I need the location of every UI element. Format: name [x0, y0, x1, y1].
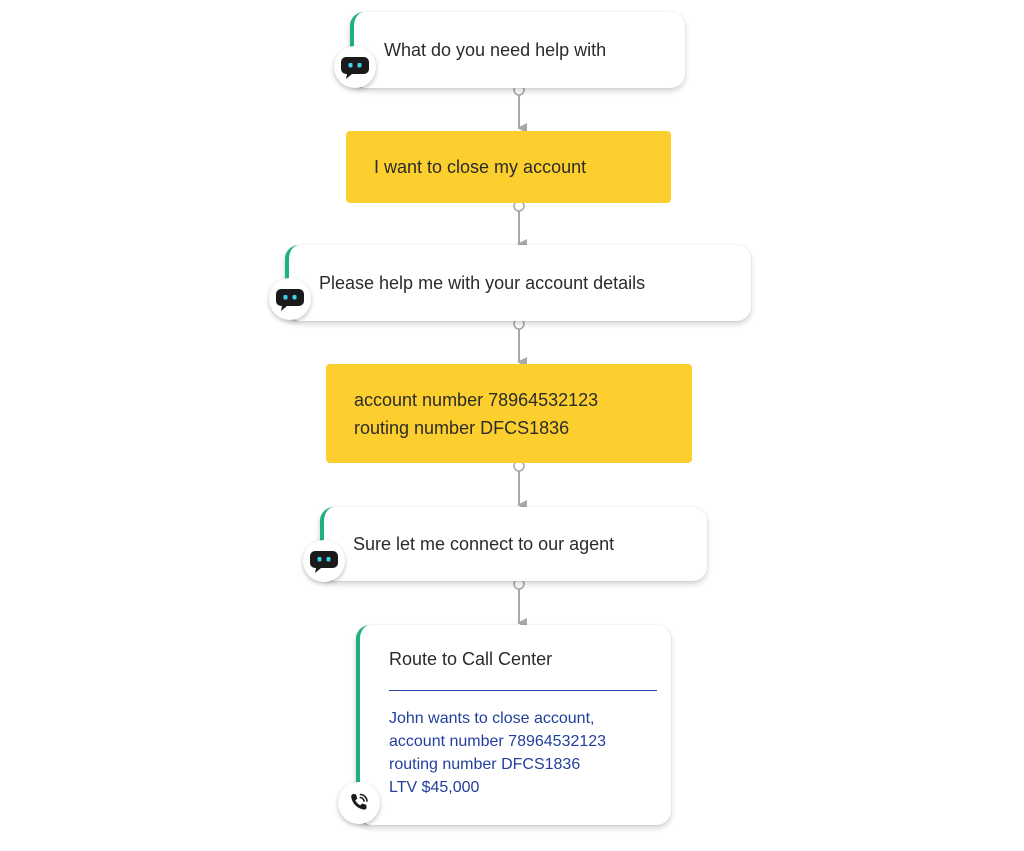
- route-summary-line: John wants to close account,: [389, 710, 595, 727]
- chatbot-icon: [303, 540, 345, 582]
- bot-message-node[interactable]: Sure let me connect to our agent: [320, 507, 707, 581]
- connector-4: [513, 460, 527, 510]
- bot-message-text: Sure let me connect to our agent: [353, 533, 615, 554]
- user-message-node[interactable]: account number 78964532123 routing numbe…: [326, 364, 692, 463]
- connector-5: [513, 578, 527, 628]
- phone-call-icon: [338, 782, 380, 824]
- connector-2: [513, 200, 527, 249]
- bot-message-text: What do you need help with: [384, 39, 607, 60]
- route-title: Route to Call Center: [389, 649, 553, 669]
- chatbot-icon: [334, 46, 376, 88]
- bot-message-node[interactable]: Please help me with your account details: [285, 245, 751, 321]
- route-summary-line: LTV $45,000: [389, 779, 480, 796]
- route-divider: [389, 690, 657, 691]
- connector-3: [513, 318, 527, 367]
- routing-number-text: routing number DFCS1836: [354, 417, 570, 438]
- bot-message-text: Please help me with your account details: [319, 272, 646, 293]
- route-summary: John wants to close account, account num…: [389, 707, 606, 799]
- account-number-text: account number 78964532123: [354, 389, 599, 410]
- user-message-text: I want to close my account: [374, 157, 587, 177]
- route-summary-line: routing number DFCS1836: [389, 756, 581, 773]
- user-message-node[interactable]: I want to close my account: [346, 131, 671, 203]
- route-to-call-center-node[interactable]: Route to Call Center John wants to close…: [356, 625, 671, 825]
- connector-1: [513, 84, 527, 133]
- bot-message-node[interactable]: What do you need help with: [350, 12, 685, 88]
- chatbot-icon: [269, 278, 311, 320]
- route-summary-line: account number 78964532123: [389, 733, 607, 750]
